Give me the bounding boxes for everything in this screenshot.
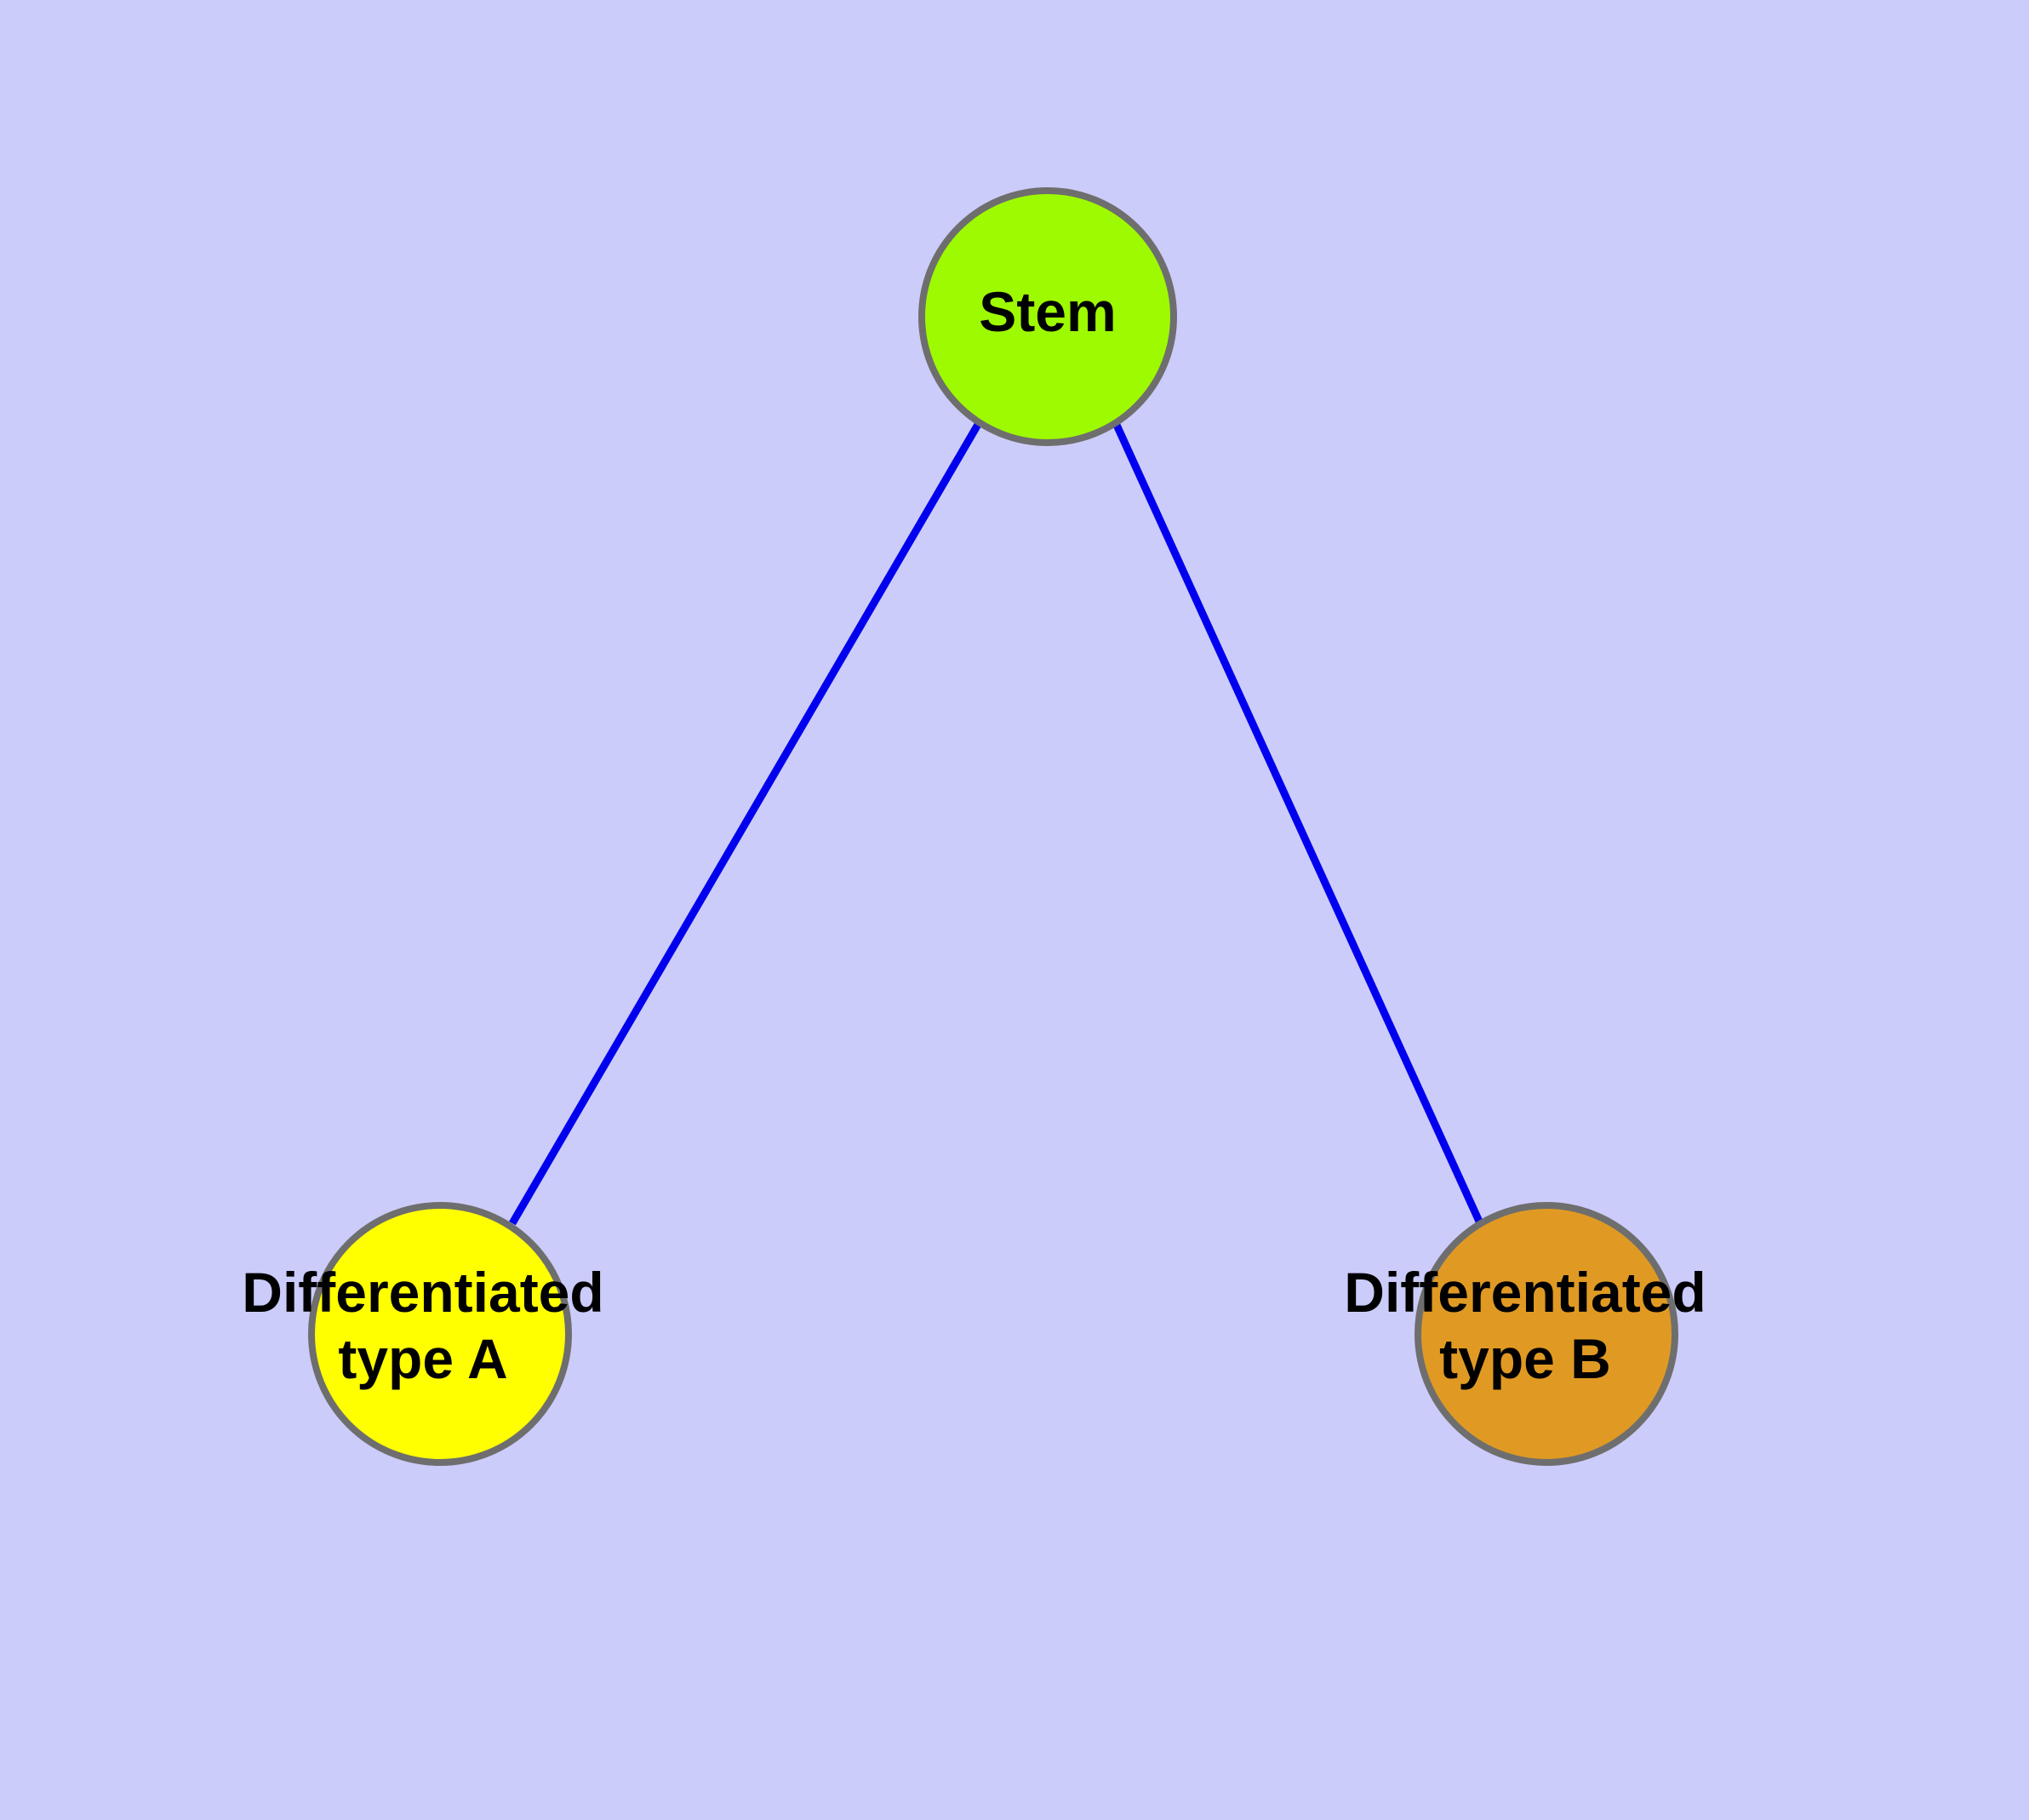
node-diff-b[interactable] [1415,1202,1678,1466]
node-label-line: type A [338,1327,507,1390]
node-stem[interactable] [918,187,1177,446]
node-label-line: Stem [979,280,1116,343]
node-diff-a[interactable] [308,1202,572,1466]
nodes-layer [308,187,1678,1466]
node-label-line: type B [1439,1327,1611,1390]
edge-stem-to-diff-b[interactable] [1112,421,1484,1225]
node-label-line: Differentiated [1344,1261,1706,1324]
node-label-stem: Stem [979,280,1116,343]
edges-layer [509,421,1484,1226]
edge-stem-to-diff-a[interactable] [509,421,982,1226]
node-label-line: Differentiated [242,1261,603,1324]
